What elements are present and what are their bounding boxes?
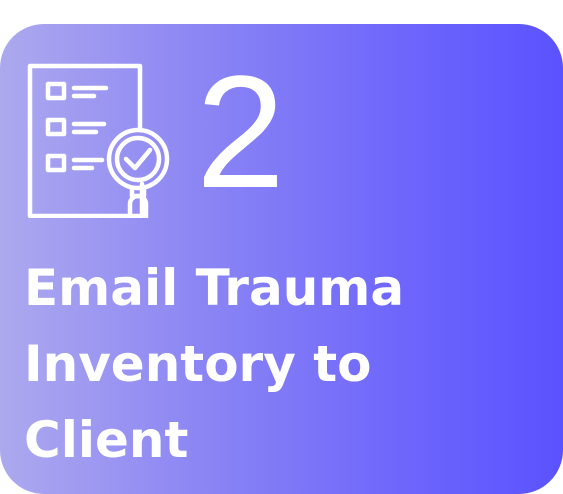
step-title: Email Trauma Inventory to Client <box>24 250 544 478</box>
step-title-line-2: Inventory to <box>24 335 372 393</box>
step-title-line-3: Client <box>24 411 189 469</box>
step-number: 2 <box>196 42 285 221</box>
step-title-line-1: Email Trauma <box>24 259 405 317</box>
checklist-magnifier-icon <box>27 63 170 218</box>
step-card: 2 Email Trauma Inventory to Client <box>0 24 563 494</box>
